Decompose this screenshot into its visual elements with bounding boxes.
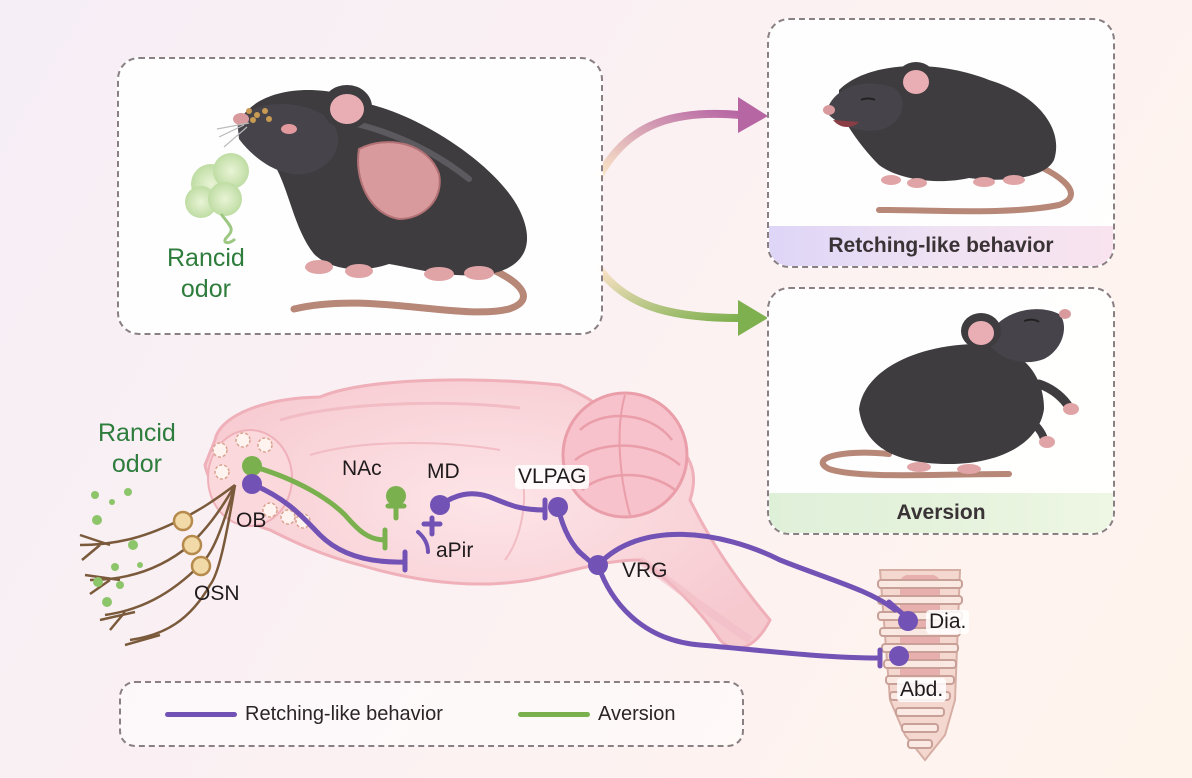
region-label-ob: OB bbox=[236, 509, 267, 532]
odor-cloud bbox=[185, 153, 249, 245]
odor-label-brain-line1: Rancid bbox=[98, 419, 176, 447]
arrow-head-retching bbox=[738, 97, 768, 133]
arrow-to-retching bbox=[596, 109, 744, 179]
cerebellum bbox=[561, 391, 689, 519]
region-label-abd: Abd. bbox=[897, 678, 947, 702]
brain-illustration bbox=[203, 378, 772, 650]
arrow-head-aversion bbox=[738, 300, 768, 336]
retching-outcome-panel: Retching-like behavior bbox=[767, 18, 1115, 268]
legend-label-aversion: Aversion bbox=[598, 703, 676, 725]
mouse-eye bbox=[281, 124, 297, 134]
aversion-mouse-illustration bbox=[819, 309, 1079, 479]
odor-label-brain: Rancid odor bbox=[98, 418, 176, 480]
aversion-pathway bbox=[242, 456, 407, 551]
retching-pathway bbox=[242, 474, 918, 669]
odor-particles bbox=[91, 488, 143, 607]
sniffing-mouse-illustration bbox=[185, 85, 528, 316]
odor-exposure-panel: Rancid odor bbox=[117, 57, 603, 335]
region-label-osn: OSN bbox=[194, 582, 240, 605]
legend: Retching-like behavior Aversion bbox=[119, 681, 744, 747]
mouse-tail bbox=[290, 260, 527, 316]
spinal-column bbox=[877, 569, 963, 762]
legend-item-aversion: Aversion bbox=[518, 703, 675, 726]
aversion-outcome-panel: Aversion bbox=[767, 287, 1115, 535]
odor-label-brain-line2: odor bbox=[111, 450, 162, 478]
shaved-patch bbox=[357, 141, 441, 221]
olfactory-sensory-neurons bbox=[79, 483, 237, 647]
flow-arrows bbox=[596, 97, 768, 336]
region-label-apir: aPir bbox=[436, 539, 474, 562]
legend-label-retching: Retching-like behavior bbox=[245, 703, 443, 725]
arrow-to-aversion bbox=[596, 266, 744, 322]
legend-swatch-retching bbox=[165, 712, 237, 717]
odor-label-main-line2: odor bbox=[180, 275, 231, 303]
odor-label-main-line1: Rancid bbox=[167, 244, 245, 272]
legend-swatch-aversion bbox=[518, 712, 590, 717]
aversion-caption: Aversion bbox=[769, 493, 1113, 533]
region-label-nac: NAc bbox=[342, 457, 382, 480]
odor-label-main: Rancid odor bbox=[167, 243, 245, 305]
retching-caption: Retching-like behavior bbox=[769, 226, 1113, 266]
region-label-vlpag: VLPAG bbox=[515, 465, 590, 489]
legend-item-retching: Retching-like behavior bbox=[165, 703, 443, 726]
mouse-nose bbox=[233, 113, 249, 125]
region-label-md: MD bbox=[427, 460, 460, 483]
retching-mouse-illustration bbox=[823, 62, 1074, 215]
region-label-dia: Dia. bbox=[926, 610, 970, 634]
region-label-vrg: VRG bbox=[622, 559, 668, 582]
